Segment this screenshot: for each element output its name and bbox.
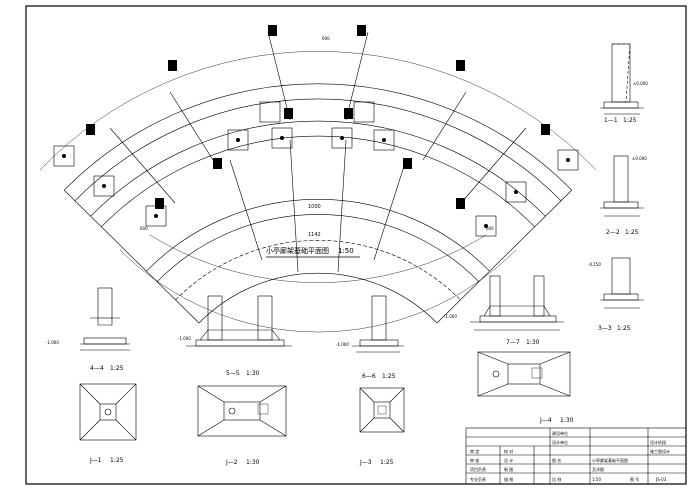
- section-5-5-drawing: [186, 295, 292, 347]
- tb-client: 建设单位: [552, 430, 568, 436]
- plan-title-group: 小亭廊架基础平面图 1:50: [266, 246, 360, 258]
- sheet-border: [25, 5, 687, 485]
- tb-project-lead: 项目负责: [470, 466, 486, 472]
- section-6-6-scale: 1:25: [382, 373, 396, 380]
- section-2-2-label: 2—2: [606, 229, 620, 236]
- footing-j3-drawing: [359, 387, 405, 433]
- section-4-4-scale: 1:25: [110, 365, 124, 372]
- plan-dim-w3: 600: [486, 226, 494, 231]
- footing-j3-scale: 1:25: [380, 459, 394, 466]
- section-1-1-drawing: [600, 43, 644, 115]
- footing-j3-label: J—3: [359, 459, 372, 466]
- tb-proof: 校 对: [504, 448, 513, 454]
- section-2-2-elev: ±0.000: [632, 156, 647, 161]
- section-5-5-elev: -1.000: [178, 336, 191, 341]
- footing-j2-label: J—2: [225, 459, 238, 466]
- plan-dim-outer: 1142: [308, 232, 321, 238]
- plan-pad-dots: [62, 136, 570, 228]
- section-7-7-scale: 1:30: [526, 339, 540, 346]
- plan-pads: [53, 101, 579, 237]
- section-2-2-scale: 1:25: [625, 229, 639, 236]
- section-5-5-label: 5—5: [226, 370, 240, 377]
- tb-drawing-name-2: 及详图: [592, 466, 604, 472]
- section-6-6-label: 6—6: [362, 373, 376, 380]
- section-3-3-scale: 1:25: [617, 325, 631, 332]
- footing-j4-label: J—4: [539, 417, 552, 424]
- tb-review: 审 核: [470, 457, 479, 463]
- section-7-7-drawing: [470, 275, 564, 331]
- tb-trace: 描 图: [504, 476, 513, 482]
- section-4-4-drawing: [80, 287, 130, 351]
- section-2-2-drawing: [600, 155, 644, 217]
- footing-j4-drawing: [477, 351, 571, 397]
- section-5-5-scale: 1:30: [246, 370, 260, 377]
- section-6-6-drawing: [352, 295, 404, 353]
- section-7-7-elev: -1.000: [444, 314, 457, 319]
- plan-dim-w1: 600: [322, 36, 330, 41]
- tb-designer-unit: 设计单位: [552, 439, 568, 445]
- footing-j1-label: J—1: [89, 457, 102, 464]
- section-3-3-drawing: [600, 257, 644, 309]
- tb-approve: 审 定: [470, 448, 479, 454]
- section-3-3-label: 3—3: [598, 325, 612, 332]
- footing-j2-drawing: [197, 385, 287, 437]
- tb-number: JS-03: [655, 477, 667, 482]
- section-4-4-elev: -1.000: [46, 340, 59, 345]
- section-4-4-label: 4—4: [90, 365, 104, 372]
- footing-j2-scale: 1:30: [246, 459, 260, 466]
- section-1-1-scale: 1:25: [623, 117, 637, 124]
- tb-discipline-lead: 专业负责: [470, 476, 486, 482]
- tb-scale-label: 比 例: [552, 476, 561, 482]
- section-3-3-elev: -0.150: [588, 262, 601, 267]
- tb-number-label: 图 号: [630, 476, 639, 482]
- plan-title: 小亭廊架基础平面图: [266, 246, 329, 255]
- section-1-1-elev: ±0.000: [633, 81, 648, 86]
- footing-j1-scale: 1:25: [110, 457, 124, 464]
- tb-draft: 制 图: [504, 466, 513, 472]
- tb-scale: 1:50: [592, 477, 601, 482]
- section-6-6-elev: -1.000: [336, 342, 349, 347]
- section-7-7-label: 7—7: [506, 339, 520, 346]
- tb-design: 设 计: [504, 457, 513, 463]
- tb-drawing-name: 小亭廊架基础平面图: [592, 457, 628, 463]
- plan-scale: 1:50: [338, 247, 354, 255]
- tb-phase-label: 设计阶段: [650, 439, 666, 445]
- tb-drawing-name-label: 图 名: [552, 457, 561, 463]
- plan-dim-r1: 1000: [308, 204, 321, 210]
- tb-phase: 施工图设计: [650, 448, 670, 454]
- title-block: [465, 427, 687, 485]
- footing-j1-drawing: [79, 383, 137, 441]
- plan-columns: [86, 25, 550, 209]
- plan-dim-w2: 600: [140, 226, 148, 231]
- section-1-1-label: 1—1: [604, 117, 618, 124]
- footing-j4-scale: 1:30: [560, 417, 574, 424]
